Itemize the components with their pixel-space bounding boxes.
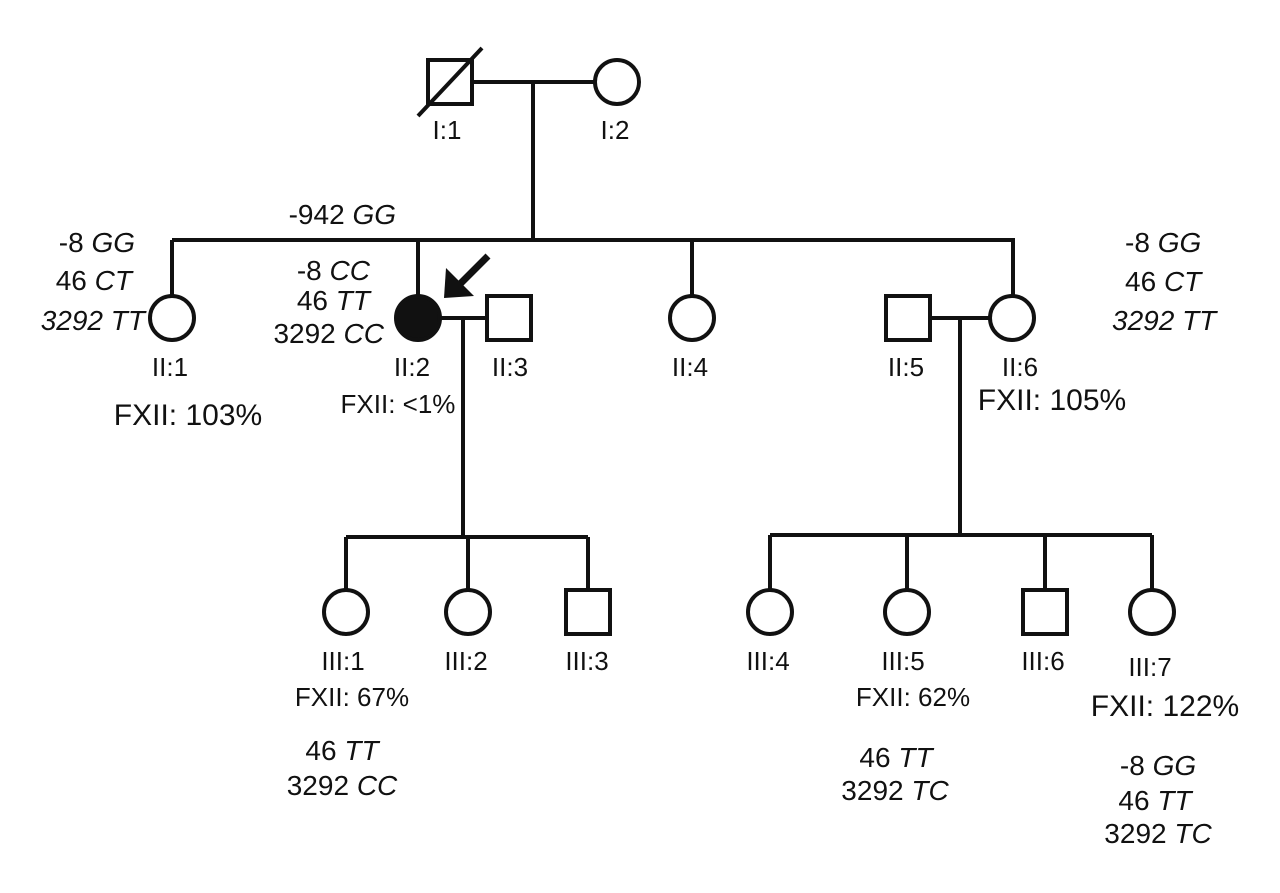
- female-symbol-II1: [148, 294, 196, 342]
- id-label: III:7: [1128, 652, 1171, 682]
- svg-text:46 CT: 46 CT: [56, 265, 134, 296]
- id-label: II:1: [152, 352, 188, 382]
- svg-text:-8 CC: -8 CC: [297, 255, 371, 286]
- female-symbol-I2: [593, 58, 641, 106]
- id-label: III:1: [321, 646, 364, 676]
- fxii-level: FXII: 105%: [978, 384, 1126, 417]
- svg-text:46 CT: 46 CT: [1125, 266, 1203, 297]
- svg-text:46 TT: 46 TT: [297, 285, 372, 316]
- fxii-level: FXII: 122%: [1091, 690, 1239, 723]
- genotype-III7: -8 GG 46 TT 3292 TC: [1104, 750, 1212, 849]
- proband-arrow-icon: [444, 253, 491, 298]
- female-symbol-II4: [668, 294, 716, 342]
- svg-text:46 TT: 46 TT: [1118, 785, 1193, 816]
- svg-text:46 TT: 46 TT: [859, 742, 934, 773]
- id-label: III:4: [746, 646, 789, 676]
- female-symbol-III7: [1128, 588, 1176, 636]
- svg-text:3292 CC: 3292 CC: [287, 770, 398, 801]
- svg-text:-8 GG: -8 GG: [1120, 750, 1196, 781]
- male-symbol-III6: [1021, 588, 1069, 636]
- genotype-III1: 46 TT 3292 CC: [287, 735, 398, 801]
- female-symbol-III1: [322, 588, 370, 636]
- id-label: II:3: [492, 352, 528, 382]
- female-symbol-II6: [988, 294, 1036, 342]
- svg-text:46 TT: 46 TT: [305, 735, 380, 766]
- male-symbol-III3: [564, 588, 612, 636]
- pedigree-lines: [170, 80, 1154, 590]
- id-label: II:4: [672, 352, 708, 382]
- id-label: I:1: [433, 115, 462, 145]
- deceased-slash: [416, 46, 484, 118]
- svg-text:-8 GG: -8 GG: [1125, 227, 1201, 258]
- id-label: III:2: [444, 646, 487, 676]
- fxii-level: FXII: 62%: [856, 682, 970, 712]
- affected-female-symbol-II2: [394, 294, 442, 342]
- svg-text:3292 CC: 3292 CC: [273, 318, 384, 349]
- svg-text:3292 TC: 3292 TC: [841, 775, 949, 806]
- id-label: II:2: [394, 352, 430, 382]
- female-symbol-III4: [746, 588, 794, 636]
- genotype-III5: 46 TT 3292 TC: [841, 742, 949, 806]
- genotype-II6: -8 GG 46 CT 3292 TT: [1112, 227, 1218, 336]
- svg-text:3292 TT: 3292 TT: [41, 305, 147, 336]
- female-symbol-III2: [444, 588, 492, 636]
- svg-text:-8 GG: -8 GG: [59, 227, 135, 258]
- genotype-II2: -942 GG -8 CC 46 TT 3292 CC: [273, 199, 396, 349]
- id-label: II:6: [1002, 352, 1038, 382]
- id-label: II:5: [888, 352, 924, 382]
- svg-text:-942 GG: -942 GG: [289, 199, 396, 230]
- svg-text:3292 TT: 3292 TT: [1112, 305, 1218, 336]
- genotype-II1: -8 GG 46 CT 3292 TT: [41, 227, 147, 336]
- fxii-level: FXII: 67%: [295, 682, 409, 712]
- svg-text:3292 TC: 3292 TC: [1104, 818, 1212, 849]
- fxii-level: FXII: <1%: [341, 389, 456, 419]
- male-symbol-II3: [485, 294, 533, 342]
- id-label: III:5: [881, 646, 924, 676]
- male-symbol-II5: [884, 294, 932, 342]
- id-label: I:2: [601, 115, 630, 145]
- id-label: III:3: [565, 646, 608, 676]
- female-symbol-III5: [883, 588, 931, 636]
- id-label: III:6: [1021, 646, 1064, 676]
- fxii-level: FXII: 103%: [114, 399, 262, 432]
